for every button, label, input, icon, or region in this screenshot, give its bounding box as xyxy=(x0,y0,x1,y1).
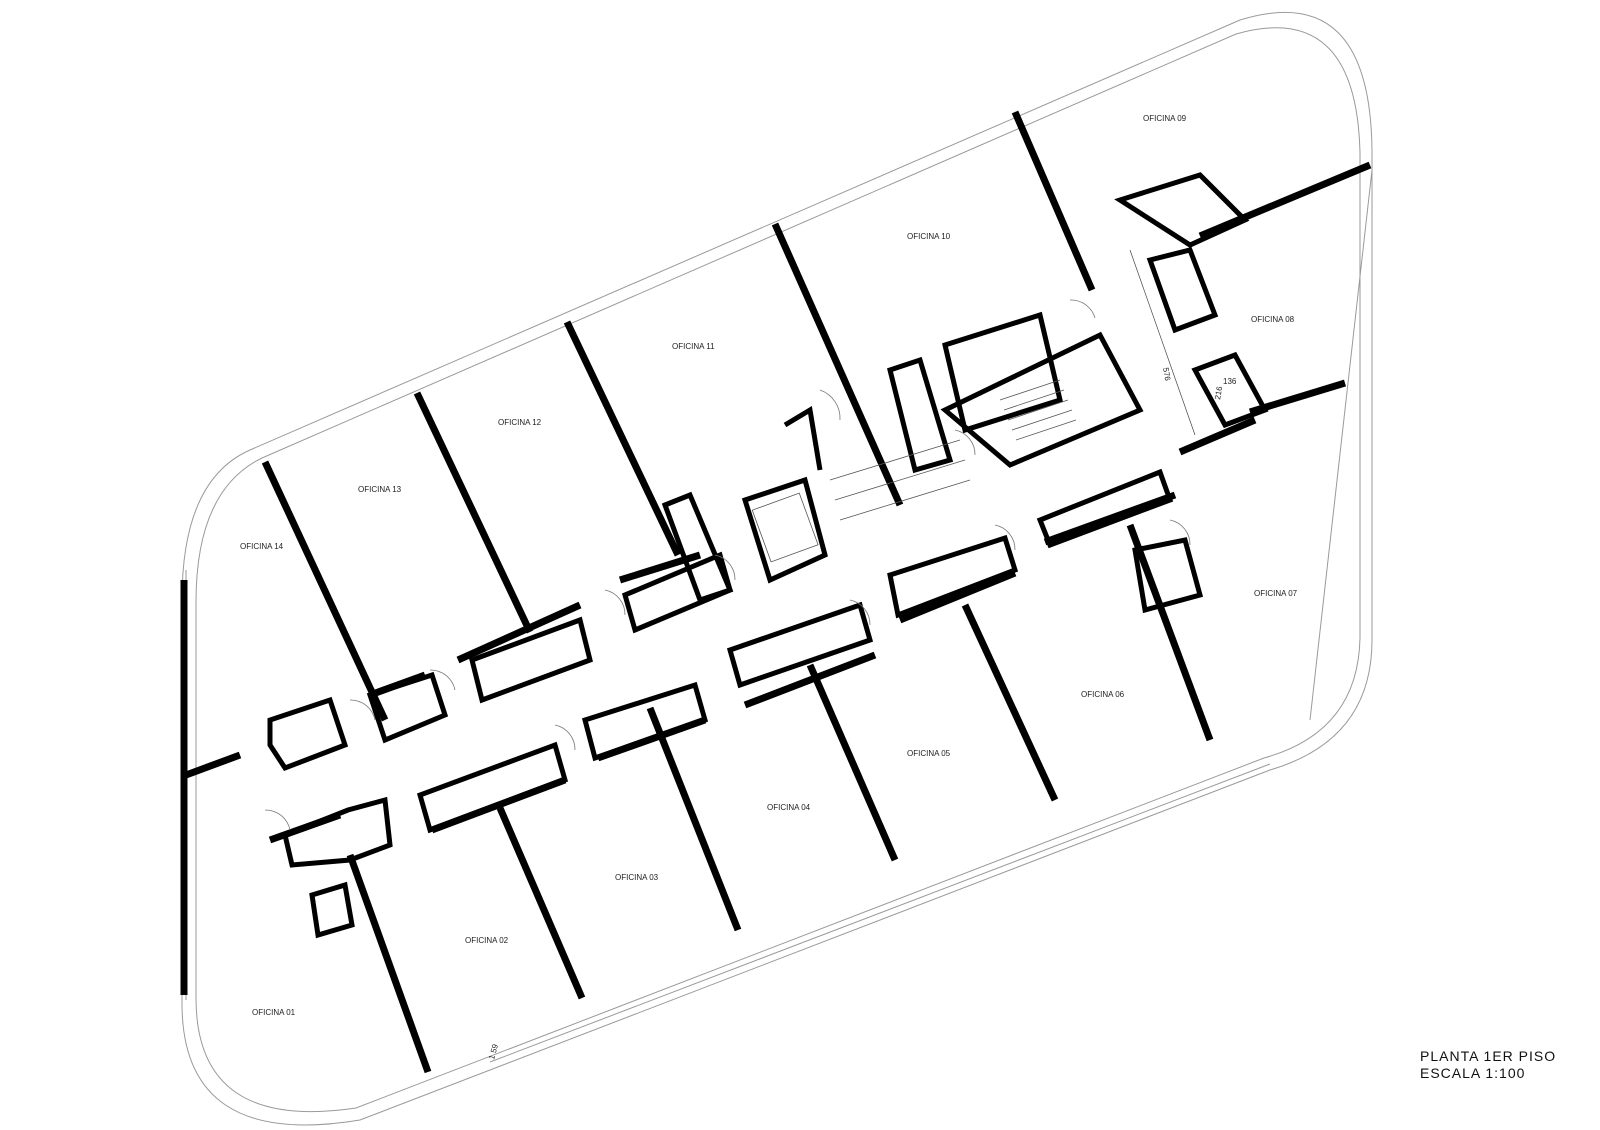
dimension-576: 576 xyxy=(1161,367,1172,382)
oficina-01-label: OFICINA 01 xyxy=(252,1008,296,1017)
site-outline xyxy=(181,11,1373,1126)
oficina-13-label: OFICINA 13 xyxy=(358,485,402,494)
plan-title: PLANTA 1ER PISO xyxy=(1420,1048,1557,1064)
oficina-07-label: OFICINA 07 xyxy=(1254,589,1298,598)
stair-lines xyxy=(751,379,1077,563)
dimension-labels: 576 136 216 1 59 xyxy=(487,367,1237,1061)
oficina-08-label: OFICINA 08 xyxy=(1251,315,1295,324)
dimension-159: 1 59 xyxy=(487,1043,500,1061)
service-cores xyxy=(267,172,1269,939)
title-block: PLANTA 1ER PISO ESCALA 1:100 xyxy=(1420,1048,1556,1082)
oficina-10-label: OFICINA 10 xyxy=(907,232,951,241)
oficina-11-label: OFICINA 11 xyxy=(672,342,715,351)
oficina-12-label: OFICINA 12 xyxy=(498,418,542,427)
dimension-216: 216 xyxy=(1213,385,1224,400)
dimension-136: 136 xyxy=(1223,377,1237,386)
oficina-06-label: OFICINA 06 xyxy=(1081,690,1125,699)
room-labels: OFICINA 01 OFICINA 02 OFICINA 03 OFICINA… xyxy=(240,114,1298,1017)
oficina-09-label: OFICINA 09 xyxy=(1143,114,1187,123)
oficina-05-label: OFICINA 05 xyxy=(907,749,951,758)
oficina-14-label: OFICINA 14 xyxy=(240,542,284,551)
oficina-03-label: OFICINA 03 xyxy=(615,873,659,882)
dimension-lines xyxy=(1129,249,1196,436)
door-swings xyxy=(264,299,1191,831)
oficina-04-label: OFICINA 04 xyxy=(767,803,811,812)
plan-scale: ESCALA 1:100 xyxy=(1420,1065,1526,1081)
oficina-02-label: OFICINA 02 xyxy=(465,936,509,945)
